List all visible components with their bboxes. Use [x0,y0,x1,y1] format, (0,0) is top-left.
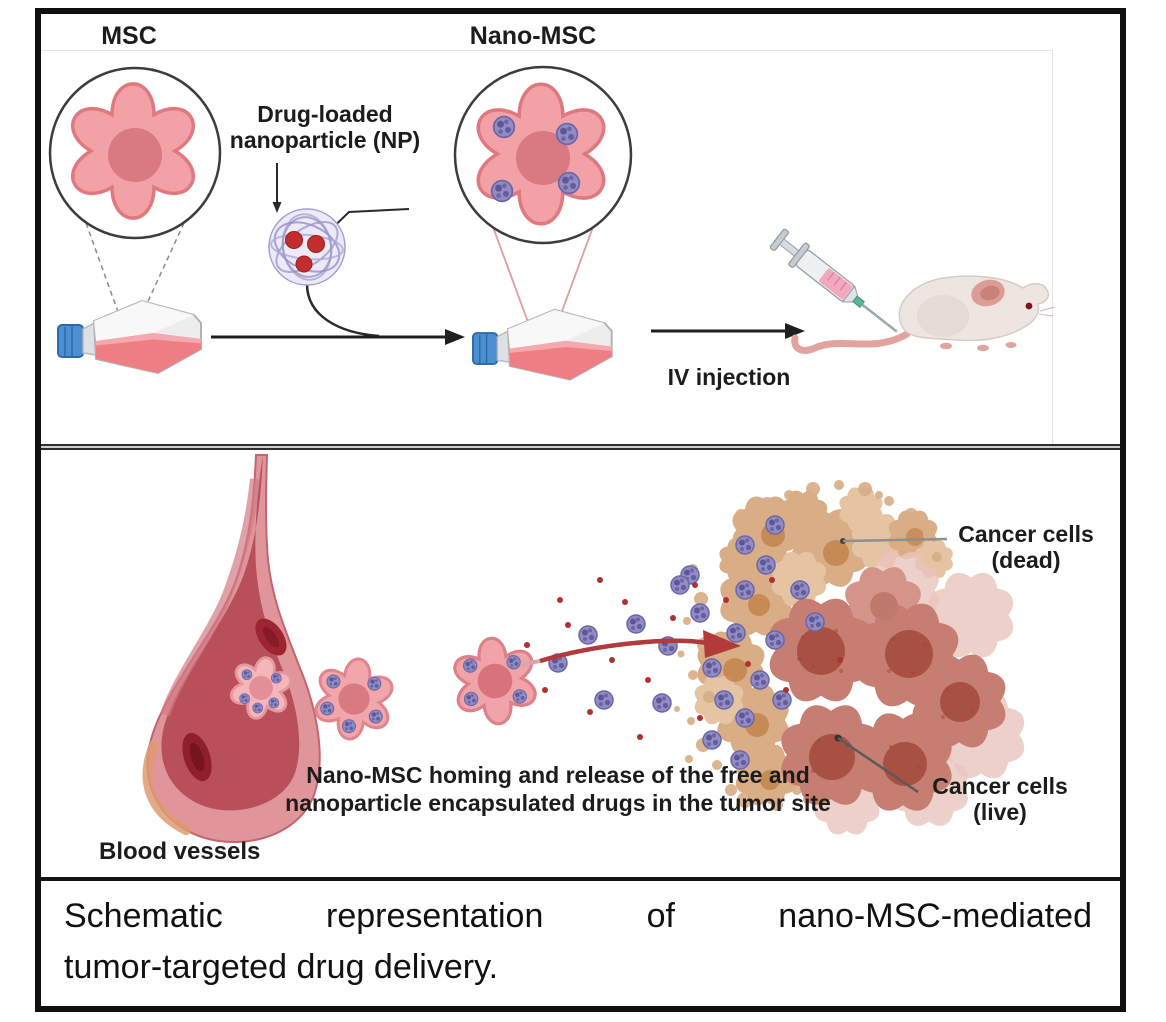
tumor-dead-cells [674,480,953,811]
process-arrow-1 [211,283,465,345]
homing-caption-line1: Nano-MSC homing and release of the free … [306,762,810,788]
process-arrow-2 [651,323,805,339]
nano-msc-migrating-2 [450,632,540,730]
syringe-icon [769,228,898,333]
cancer-dead-state: (dead) [991,547,1061,574]
cancer-dead-text: Cancer cells [958,521,1094,547]
cancer-live-state: (live) [973,799,1027,826]
figure-caption-line2: tumor-targeted drug delivery. [64,948,499,986]
nanoparticle-ball-icon [268,163,410,286]
msc-label: MSC [101,22,157,50]
cancer-cells-live-label: Cancer cells(live) [915,773,1085,825]
nano-msc-cell-icon [476,82,606,226]
tumor-live-cells [769,552,1025,835]
homing-arrow [520,630,741,667]
blood-vessels-label: Blood vessels [99,838,261,865]
culture-flask-2 [472,308,613,381]
np-label-line2: nanoparticle (NP) [229,127,421,154]
live-label-line [834,734,919,794]
panel-divider-top [41,444,1120,450]
cancer-live-text: Cancer cells [932,773,1068,799]
figure-caption-line1: Schematic representation of nano-MSC-med… [64,897,1092,935]
msc-magnifier [48,66,222,335]
top-panel-illustration [48,65,1056,381]
nano-msc-migrating-1 [311,652,397,746]
dead-label-line [840,537,948,544]
figure-caption: Schematic representation of nano-MSC-med… [64,891,1092,993]
panel-inner-edge-top [41,50,1053,51]
nano-msc-magnifier [453,65,633,353]
nano-msc-label: Nano-MSC [469,22,597,50]
bottom-panel-illustration [142,454,1025,843]
np-label-line1: Drug-loaded [257,101,393,127]
blood-vessel-illustration [142,454,321,843]
culture-flask-1 [57,300,202,374]
iv-injection-label: IV injection [667,364,791,390]
nano-msc-extravasating [226,650,296,726]
dead-cell-fragments [674,480,942,811]
homing-caption: Nano-MSC homing and release of the free … [238,762,878,817]
free-drug-dots [524,577,843,740]
panel-inner-edge-right [1052,50,1053,444]
panel-divider-caption [41,877,1120,881]
mouse-illustration [791,275,1056,354]
homing-caption-line2: nanoparticle encapsulated drugs in the t… [285,789,831,816]
msc-cell-icon [70,82,196,220]
cancer-cells-dead-label: Cancer cells(dead) [941,521,1111,573]
